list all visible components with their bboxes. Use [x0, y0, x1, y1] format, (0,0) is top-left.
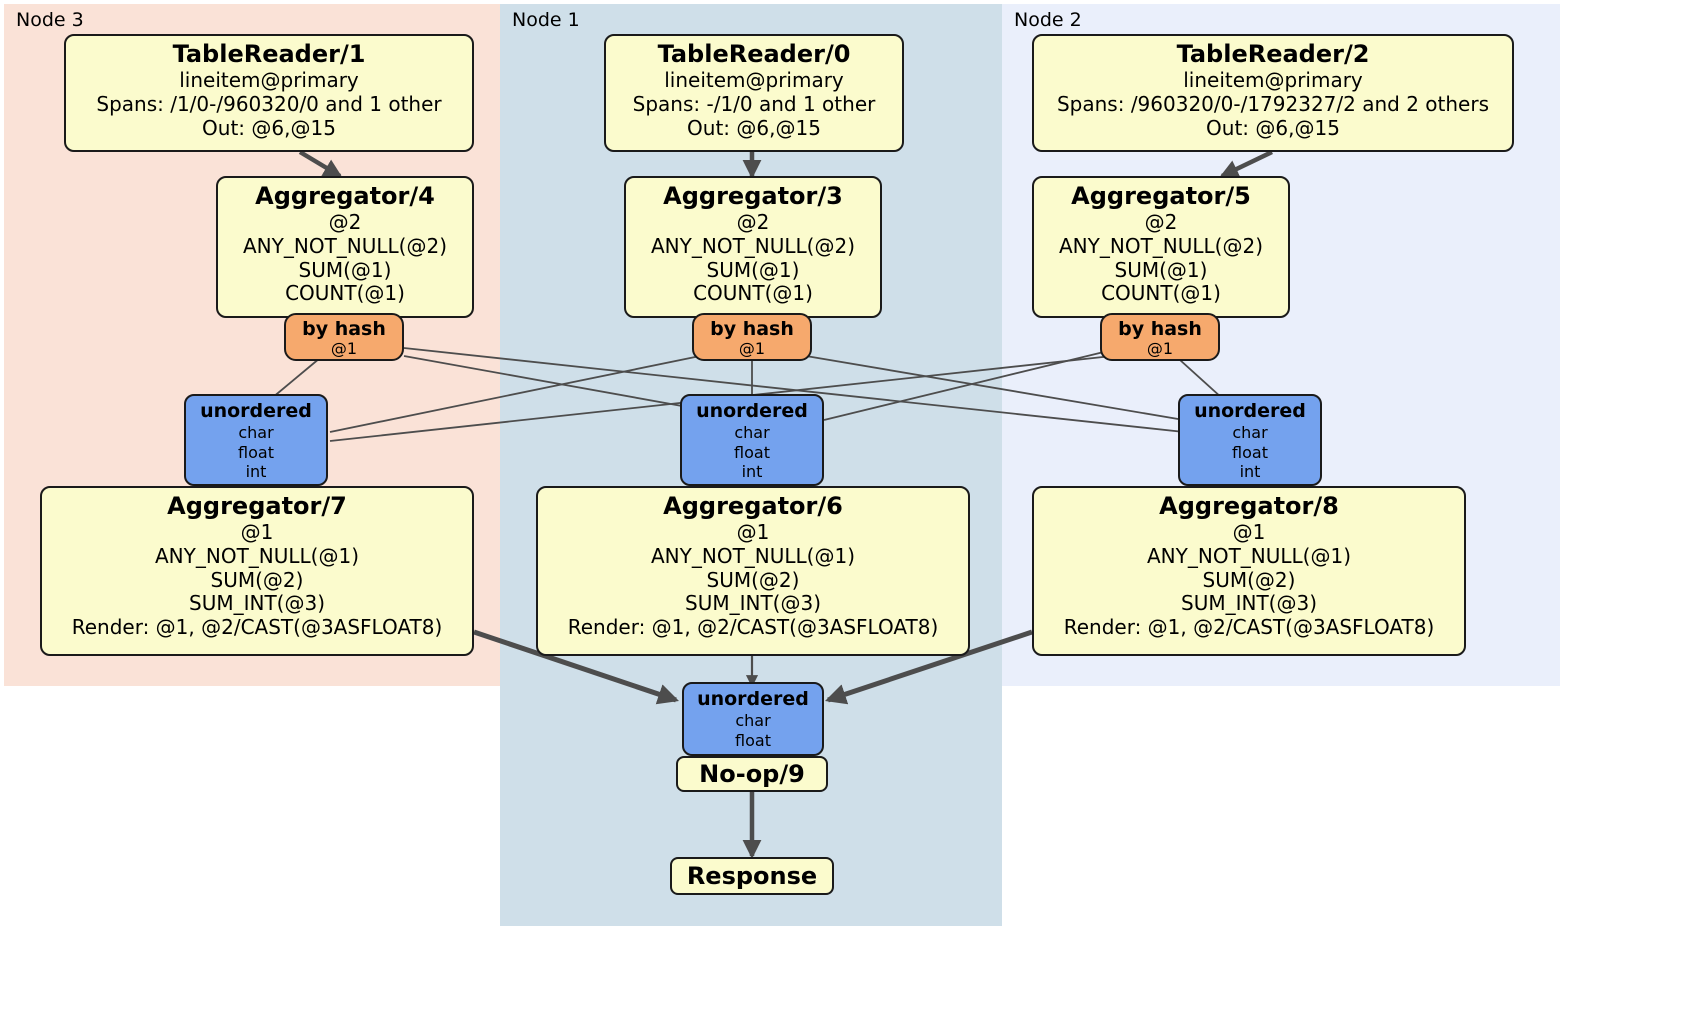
processor-line: lineitem@primary: [1183, 68, 1363, 93]
router-by-hash-center[interactable]: by hash @1: [692, 313, 812, 361]
processor-line: ANY_NOT_NULL(@1): [651, 543, 855, 568]
node-group-label-node3: Node 3: [16, 9, 84, 31]
synchronizer-unordered-center[interactable]: unordered char float int: [680, 394, 824, 486]
processor-aggregator-8[interactable]: Aggregator/8 @1 ANY_NOT_NULL(@1) SUM(@2)…: [1032, 486, 1466, 656]
synchronizer-title: unordered: [697, 688, 809, 710]
router-title: by hash: [302, 318, 386, 340]
processor-line: @1: [736, 520, 770, 545]
processor-line: SUM(@2): [706, 567, 800, 592]
processor-aggregator-3[interactable]: Aggregator/3 @2 ANY_NOT_NULL(@2) SUM(@1)…: [624, 176, 882, 318]
processor-title: Aggregator/5: [1071, 182, 1251, 210]
synchronizer-unordered-left[interactable]: unordered char float int: [184, 394, 328, 486]
processor-line: @2: [736, 210, 770, 235]
processor-title: TableReader/0: [657, 40, 851, 68]
processor-title: Aggregator/3: [663, 182, 843, 210]
processor-title: Aggregator/4: [255, 182, 435, 210]
processor-no-op-9[interactable]: No-op/9: [676, 756, 828, 792]
processor-aggregator-7[interactable]: Aggregator/7 @1 ANY_NOT_NULL(@1) SUM(@2)…: [40, 486, 474, 656]
synchronizer-title: unordered: [1194, 400, 1306, 422]
processor-line: SUM(@1): [706, 257, 800, 282]
processor-line: Render: @1, @2/CAST(@3ASFLOAT8): [567, 614, 939, 639]
processor-line: Render: @1, @2/CAST(@3ASFLOAT8): [1063, 614, 1435, 639]
processor-aggregator-4[interactable]: Aggregator/4 @2 ANY_NOT_NULL(@2) SUM(@1)…: [216, 176, 474, 318]
synchronizer-unordered-final[interactable]: unordered char float: [682, 682, 824, 756]
synchronizer-line: int: [741, 462, 763, 482]
processor-line: Out: @6,@15: [1206, 115, 1340, 140]
synchronizer-line: char: [1232, 423, 1268, 443]
processor-line: lineitem@primary: [664, 68, 844, 93]
processor-line: Out: @6,@15: [687, 115, 821, 140]
synchronizer-line: char: [238, 423, 274, 443]
node-group-label-node1: Node 1: [512, 9, 580, 31]
router-by-hash-right[interactable]: by hash @1: [1100, 313, 1220, 361]
processor-tablereader-2[interactable]: TableReader/2 lineitem@primary Spans: /9…: [1032, 34, 1514, 152]
processor-response[interactable]: Response: [670, 857, 834, 895]
processor-line: Spans: /1/0-/960320/0 and 1 other: [96, 91, 442, 116]
processor-line: COUNT(@1): [285, 281, 405, 306]
processor-line: ANY_NOT_NULL(@1): [155, 543, 359, 568]
processor-title: Aggregator/6: [663, 492, 843, 520]
synchronizer-title: unordered: [200, 400, 312, 422]
processor-line: SUM_INT(@3): [685, 591, 821, 616]
processor-aggregator-6[interactable]: Aggregator/6 @1 ANY_NOT_NULL(@1) SUM(@2)…: [536, 486, 970, 656]
processor-title: No-op/9: [699, 760, 805, 788]
processor-line: Out: @6,@15: [202, 115, 336, 140]
node-group-label-node2: Node 2: [1014, 9, 1082, 31]
synchronizer-line: float: [238, 442, 274, 462]
processor-line: ANY_NOT_NULL(@1): [1147, 543, 1351, 568]
router-line: @1: [330, 339, 358, 359]
processor-tablereader-0[interactable]: TableReader/0 lineitem@primary Spans: -/…: [604, 34, 904, 152]
processor-line: SUM(@2): [1202, 567, 1296, 592]
synchronizer-unordered-right[interactable]: unordered char float int: [1178, 394, 1322, 486]
synchronizer-line: float: [735, 730, 771, 750]
synchronizer-line: char: [735, 711, 771, 731]
processor-line: @1: [240, 520, 274, 545]
synchronizer-title: unordered: [696, 400, 808, 422]
router-title: by hash: [710, 318, 794, 340]
router-by-hash-left[interactable]: by hash @1: [284, 313, 404, 361]
synchronizer-line: int: [245, 462, 267, 482]
processor-title: Aggregator/8: [1159, 492, 1339, 520]
processor-line: COUNT(@1): [693, 281, 813, 306]
processor-line: COUNT(@1): [1101, 281, 1221, 306]
processor-line: @2: [1144, 210, 1178, 235]
processor-line: SUM(@2): [210, 567, 304, 592]
processor-title: Aggregator/7: [167, 492, 347, 520]
processor-tablereader-1[interactable]: TableReader/1 lineitem@primary Spans: /1…: [64, 34, 474, 152]
synchronizer-line: char: [734, 423, 770, 443]
processor-line: @1: [1232, 520, 1266, 545]
processor-line: ANY_NOT_NULL(@2): [1059, 233, 1263, 258]
processor-title: Response: [686, 862, 818, 890]
processor-line: Render: @1, @2/CAST(@3ASFLOAT8): [71, 614, 443, 639]
processor-title: TableReader/2: [1176, 40, 1370, 68]
synchronizer-line: float: [1232, 442, 1268, 462]
synchronizer-line: int: [1239, 462, 1261, 482]
router-line: @1: [1146, 339, 1174, 359]
router-title: by hash: [1118, 318, 1202, 340]
processor-line: SUM(@1): [1114, 257, 1208, 282]
processor-line: SUM_INT(@3): [1181, 591, 1317, 616]
processor-line: ANY_NOT_NULL(@2): [243, 233, 447, 258]
synchronizer-line: float: [734, 442, 770, 462]
processor-line: SUM(@1): [298, 257, 392, 282]
processor-line: SUM_INT(@3): [189, 591, 325, 616]
processor-aggregator-5[interactable]: Aggregator/5 @2 ANY_NOT_NULL(@2) SUM(@1)…: [1032, 176, 1290, 318]
router-line: @1: [738, 339, 766, 359]
processor-title: TableReader/1: [172, 40, 366, 68]
processor-line: lineitem@primary: [179, 68, 359, 93]
processor-line: @2: [328, 210, 362, 235]
processor-line: Spans: -/1/0 and 1 other: [632, 91, 876, 116]
processor-line: Spans: /960320/0-/1792327/2 and 2 others: [1056, 91, 1489, 116]
processor-line: ANY_NOT_NULL(@2): [651, 233, 855, 258]
